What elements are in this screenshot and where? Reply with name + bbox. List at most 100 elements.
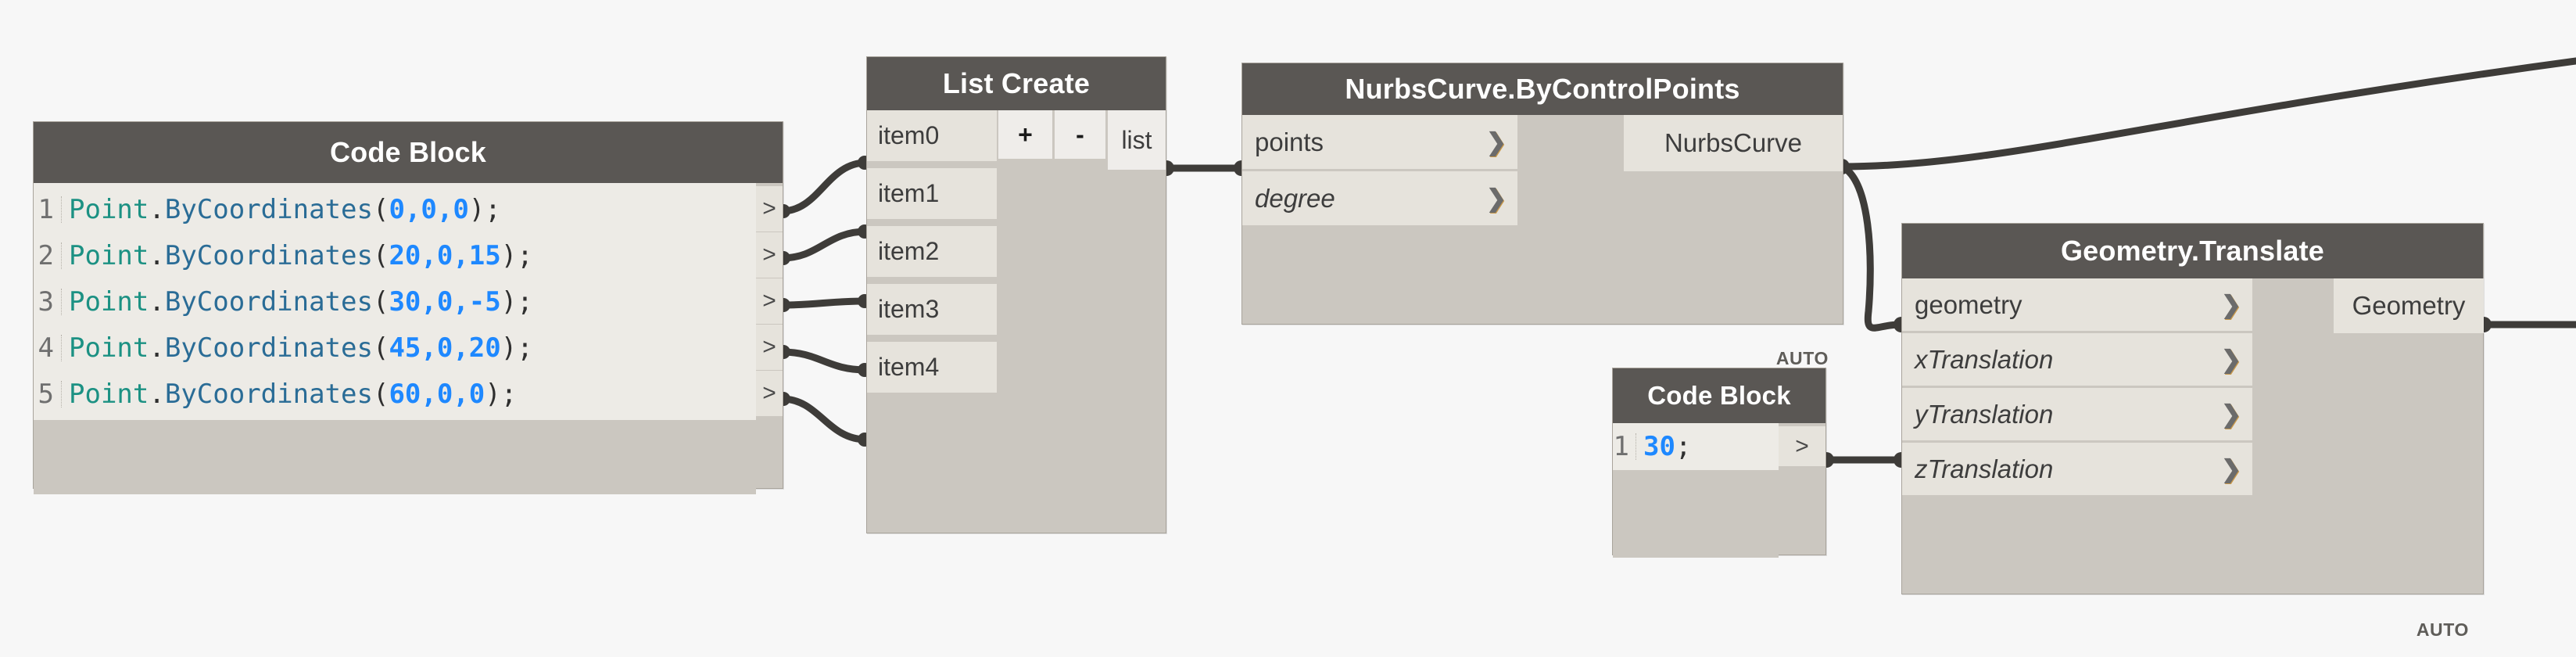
token-class: Point: [69, 239, 149, 271]
token-dot: .: [149, 332, 165, 364]
input-port-points[interactable]: points ❯: [1242, 115, 1517, 170]
code-line: 1 Point.ByCoordinates(0,0,0);: [34, 186, 756, 232]
token-class: Point: [69, 378, 149, 410]
node-title-code-block-translation: Code Block: [1613, 368, 1825, 423]
input-port-xtranslation[interactable]: xTranslation ❯: [1902, 333, 2252, 386]
token-args: 0,0,0: [389, 193, 469, 225]
token-dot: .: [149, 193, 165, 225]
code-text: Point.ByCoordinates(60,0,0);: [62, 381, 517, 407]
token-class: Point: [69, 285, 149, 318]
nurbscurve-body: points ❯ degree ❯ NurbsCurve AUTO: [1242, 115, 1843, 375]
line-number: 5: [34, 380, 62, 407]
line-number: 1: [1613, 433, 1636, 460]
token-open-paren: (: [372, 378, 389, 410]
node-nurbscurve-bycontrolpoints[interactable]: NurbsCurve.ByControlPoints points ❯ degr…: [1241, 63, 1843, 368]
token-args: 45,0,20: [389, 332, 501, 364]
token-close-paren: );: [500, 239, 533, 271]
code-block-editor-translation[interactable]: 1 30;: [1613, 423, 1779, 558]
input-label-item2: item2: [878, 237, 940, 265]
output-port-0[interactable]: >: [1779, 426, 1825, 467]
node-title-nurbscurve: NurbsCurve.ByControlPoints: [1242, 63, 1843, 115]
input-port-geometry[interactable]: geometry ❯: [1902, 278, 2252, 332]
token-dot: .: [149, 378, 165, 410]
input-label-geometry: geometry: [1915, 289, 2022, 319]
remove-input-button[interactable]: -: [1055, 110, 1106, 159]
input-label-item4: item4: [878, 353, 940, 381]
token-dot: .: [149, 239, 165, 271]
input-label-item3: item3: [878, 295, 940, 323]
chevron-right-icon[interactable]: ❯: [1486, 127, 1507, 156]
token-open-paren: (: [372, 285, 389, 318]
node-geometry-translate[interactable]: Geometry.Translate geometry ❯ xTranslati…: [1901, 223, 2484, 640]
code-block-output-ports: > > > > >: [756, 183, 783, 488]
token-close-paren: );: [500, 332, 533, 364]
node-code-block-points[interactable]: Code Block 1 Point.ByCoordinates(0,0,0);…: [33, 121, 783, 494]
output-port-0[interactable]: >: [756, 186, 783, 232]
token-method: ByCoordinates: [164, 332, 373, 364]
input-port-item3[interactable]: item3: [867, 284, 997, 336]
code-line: 1 30;: [1613, 426, 1779, 467]
chevron-right-icon[interactable]: ❯: [1486, 184, 1507, 212]
token-args: 60,0,0: [389, 378, 485, 410]
token-close-paren: );: [500, 285, 533, 318]
code-line: 3 Point.ByCoordinates(30,0,-5);: [34, 278, 756, 325]
token-open-paren: (: [372, 332, 389, 364]
wire-codeblock-item3: [778, 348, 870, 374]
chevron-right-icon[interactable]: ❯: [2221, 454, 2241, 483]
input-label-points: points: [1255, 127, 1324, 156]
input-port-ztranslation[interactable]: zTranslation ❯: [1902, 443, 2252, 496]
input-label-ztranslation: zTranslation: [1915, 454, 2054, 483]
wire-nurbscurve-offcanvas: [1838, 57, 2576, 171]
input-port-degree[interactable]: degree ❯: [1242, 171, 1517, 226]
wire-nurbscurve-to-geometry: [1838, 163, 1904, 332]
code-block-editor[interactable]: 1 Point.ByCoordinates(0,0,0); 2 Point.By…: [34, 183, 756, 494]
token-semicolon: ;: [1675, 431, 1692, 462]
output-port-2[interactable]: >: [756, 278, 783, 325]
token-class: Point: [69, 332, 149, 364]
code-block-empty-space: [34, 420, 756, 494]
add-input-button[interactable]: +: [998, 110, 1053, 159]
input-port-item2[interactable]: item2: [867, 226, 997, 278]
chevron-right-icon[interactable]: ❯: [2221, 345, 2241, 373]
node-title-geometry-translate: Geometry.Translate: [1902, 224, 2483, 278]
chevron-right-icon[interactable]: ❯: [2221, 400, 2241, 428]
input-label-degree: degree: [1255, 183, 1335, 213]
node-title-list-create: List Create: [867, 57, 1166, 110]
list-create-body: item0 item1 item2 item3 item4 + - list: [867, 110, 1166, 586]
code-line: 5 Point.ByCoordinates(60,0,0);: [34, 371, 756, 417]
output-port-geometry[interactable]: Geometry: [2334, 278, 2484, 333]
wire-codeblock-item4: [778, 395, 870, 443]
node-list-create[interactable]: List Create item0 item1 item2 item3 item…: [866, 56, 1166, 533]
output-port-list[interactable]: list: [1108, 110, 1166, 170]
code-text: Point.ByCoordinates(45,0,20);: [62, 335, 533, 361]
chevron-right-icon[interactable]: ❯: [2221, 290, 2241, 318]
output-port-3[interactable]: >: [756, 325, 783, 371]
token-args: 30,0,-5: [389, 285, 501, 318]
node-title-code-block-points: Code Block: [34, 122, 783, 183]
output-port-nurbscurve[interactable]: NurbsCurve: [1624, 115, 1843, 171]
input-label-item0: item0: [878, 121, 940, 149]
code-line: 2 Point.ByCoordinates(20,0,15);: [34, 232, 756, 278]
input-port-ytranslation[interactable]: yTranslation ❯: [1902, 388, 2252, 441]
wire-codeblock-item0: [778, 159, 870, 215]
line-number: 3: [34, 288, 62, 315]
input-label-ytranslation: yTranslation: [1915, 399, 2054, 429]
run-mode-badge-auto: AUTO: [2416, 619, 2469, 640]
token-open-paren: (: [372, 239, 389, 271]
input-port-item4[interactable]: item4: [867, 342, 997, 393]
token-number: 30: [1643, 431, 1675, 462]
token-method: ByCoordinates: [164, 193, 373, 225]
input-port-item0[interactable]: item0: [867, 110, 997, 162]
token-method: ByCoordinates: [164, 378, 373, 410]
input-label-xtranslation: xTranslation: [1915, 344, 2054, 374]
output-port-4[interactable]: >: [756, 371, 783, 417]
code-block-translation-output-ports: >: [1779, 423, 1825, 555]
node-code-block-translation[interactable]: Code Block 1 30; >: [1612, 368, 1826, 558]
code-text: 30;: [1636, 433, 1691, 460]
code-text: Point.ByCoordinates(0,0,0);: [62, 196, 501, 223]
output-port-1[interactable]: >: [756, 232, 783, 278]
input-port-item1[interactable]: item1: [867, 168, 997, 220]
line-number: 4: [34, 334, 62, 361]
wire-codeblock-item2: [778, 297, 870, 309]
